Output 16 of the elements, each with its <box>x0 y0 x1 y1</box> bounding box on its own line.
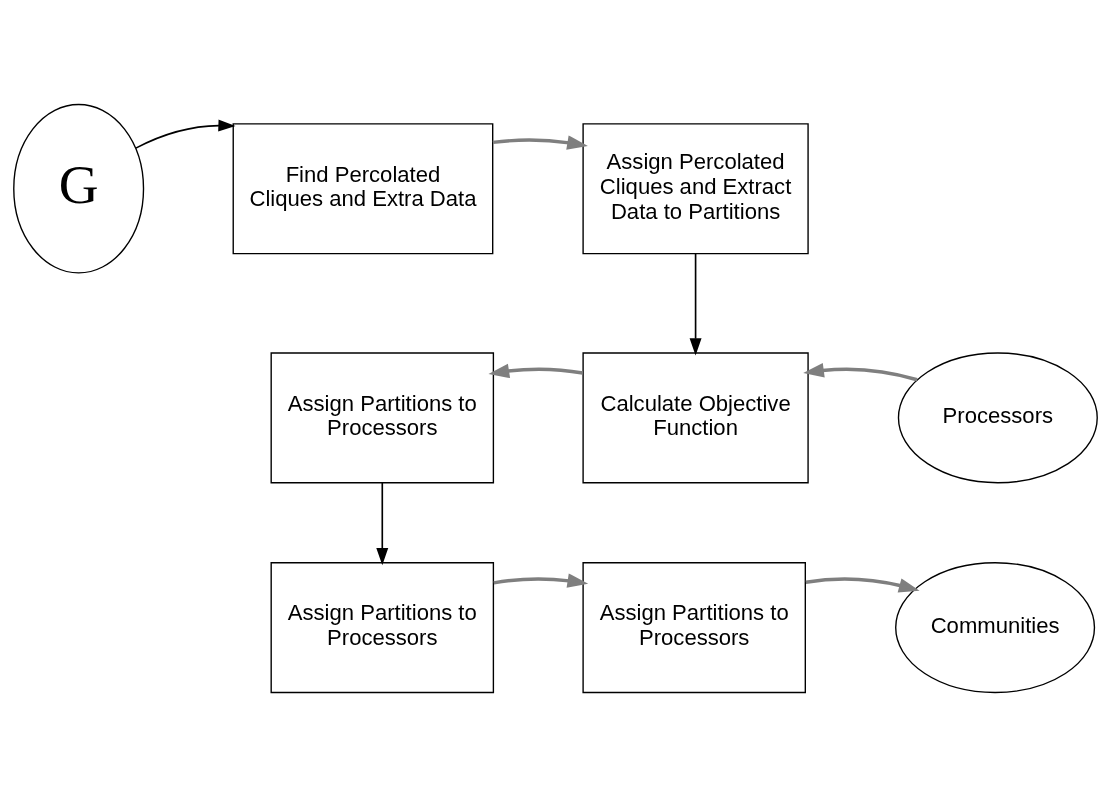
arrow <box>805 576 920 592</box>
node-ellipse: G <box>13 103 145 274</box>
arrow <box>492 134 588 150</box>
arrow <box>488 363 584 378</box>
node-box: Calculate Objective Function <box>582 351 809 483</box>
node-box: Assign Partitions to Processors <box>270 561 495 693</box>
node-box: Assign Percolated Cliques and Extract Data to Partitions <box>582 122 809 254</box>
arrow <box>493 572 589 588</box>
arrow <box>689 252 702 355</box>
arrow <box>803 362 918 381</box>
node-box: Find Percolated Cliques and Extra Data <box>232 122 494 254</box>
node-box: Assign Partitions to Processors <box>582 561 806 693</box>
node-box: Assign Partitions to Processors <box>270 351 495 483</box>
arrow <box>135 119 236 149</box>
arrow <box>376 481 389 565</box>
node-ellipse: Processors <box>897 351 1098 483</box>
